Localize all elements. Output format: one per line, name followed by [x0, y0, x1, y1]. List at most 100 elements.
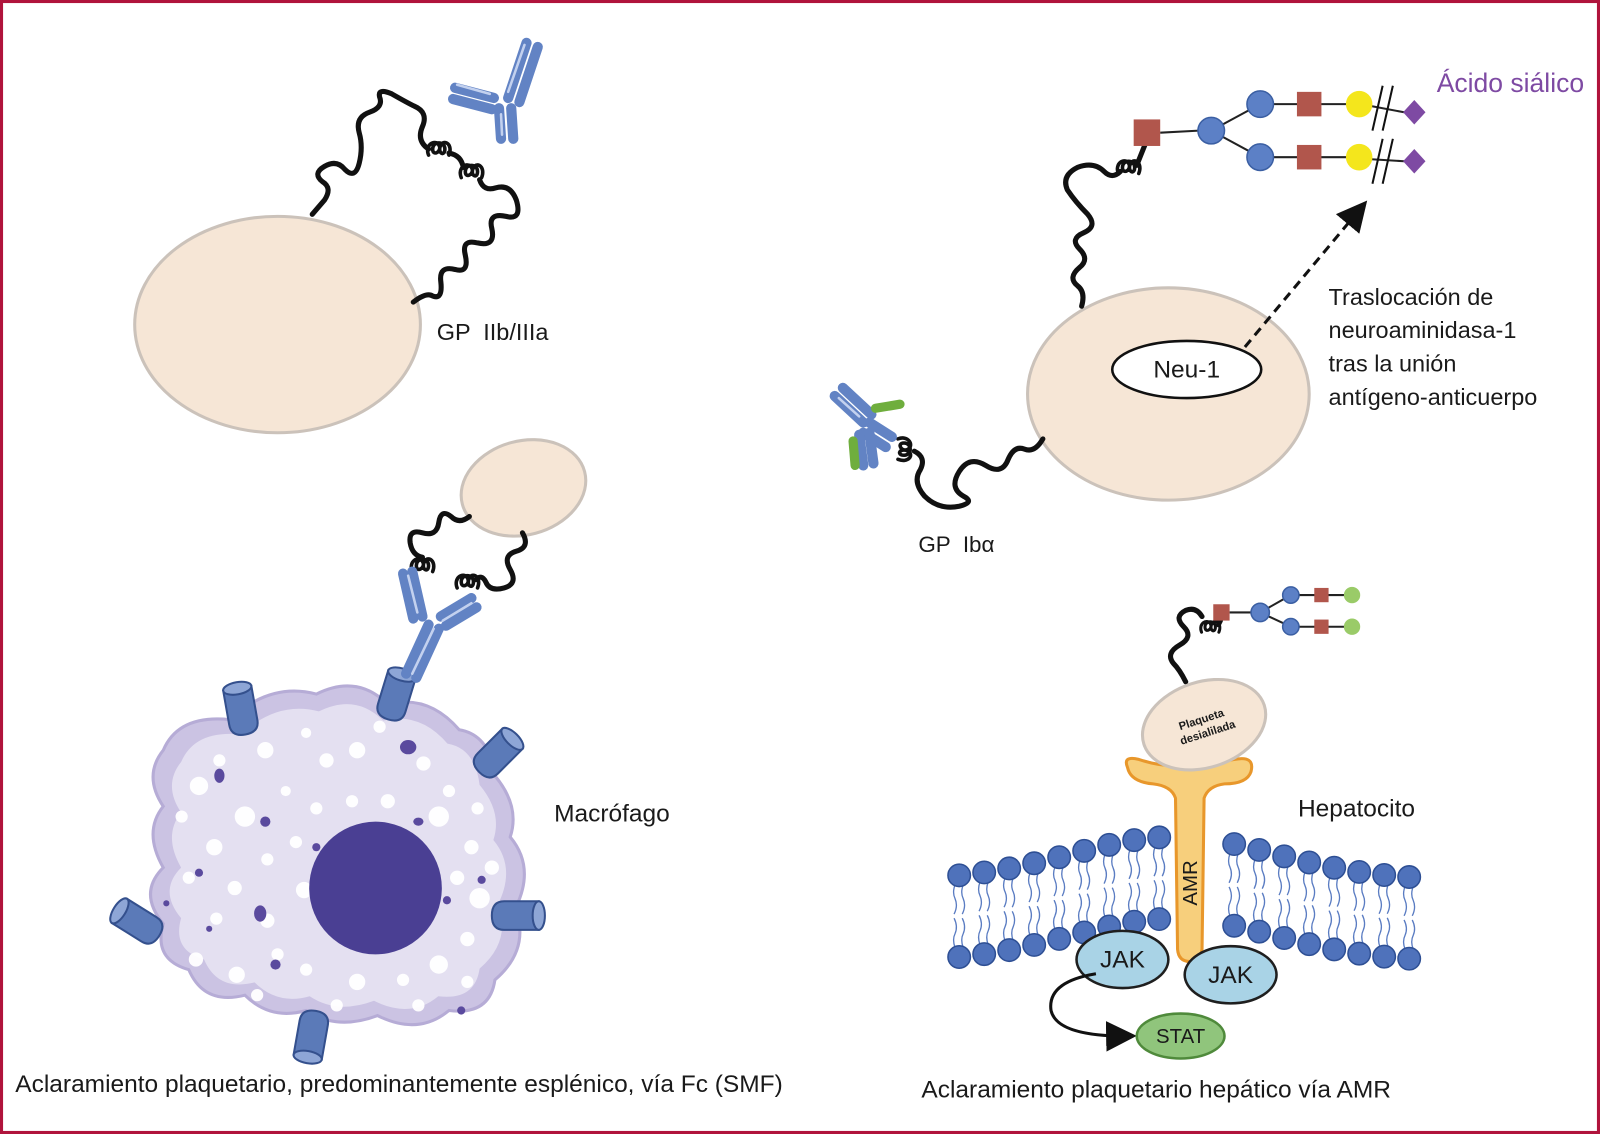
vacuole: [429, 955, 448, 974]
lipid-tail: [1127, 849, 1133, 880]
phospholipid-head: [997, 938, 1022, 963]
terminal-galactose-circle: [1343, 586, 1361, 604]
phospholipid-head: [1372, 944, 1397, 969]
phospholipid-head: [1347, 941, 1372, 966]
vacuole: [289, 835, 303, 849]
phospholipid-head: [972, 942, 997, 967]
chain-link: [446, 150, 466, 170]
glycan-square: [1314, 587, 1329, 603]
gp-ib-glycoprotein-chain: [1063, 162, 1123, 309]
lipid-tail: [1227, 853, 1233, 884]
panel-macrophage: Macrófago Aclaramiento plaquetario, pred…: [15, 438, 783, 1098]
lipid-tail: [1077, 859, 1083, 890]
antibody-icon: [447, 37, 543, 144]
lipid-tail: [1052, 866, 1058, 897]
glycan-icon: [1213, 586, 1361, 636]
phospholipid-head: [1272, 844, 1297, 869]
vacuole: [330, 999, 343, 1012]
fc-receptor-icon: [291, 1007, 331, 1067]
glycan-square: [1213, 604, 1230, 621]
stat-label: STAT: [1156, 1026, 1205, 1048]
vacuole: [271, 948, 284, 961]
gp-iiia-chain: [410, 177, 521, 305]
lipid-tail: [1336, 910, 1341, 941]
vacuole: [461, 975, 474, 989]
translocation-line-2: neuroaminidasa-1: [1329, 317, 1517, 343]
vacuole: [301, 727, 312, 738]
glycoprotein-chain: [472, 530, 528, 592]
granule: [457, 1006, 466, 1015]
phospholipid-head: [1072, 838, 1097, 863]
lipid-tail: [1336, 876, 1341, 907]
vacuole: [348, 742, 366, 759]
vacuole: [460, 931, 475, 947]
vacuole: [442, 784, 456, 798]
glycan-square: [1133, 119, 1161, 146]
granule: [260, 816, 271, 827]
phospholipid-head: [972, 860, 997, 885]
vacuole: [206, 839, 223, 856]
vacuole: [450, 870, 465, 885]
antibody-icon: [397, 566, 482, 683]
lipid-tail: [1411, 885, 1416, 917]
cleavage-slash: [1371, 138, 1384, 184]
lipid-tail: [961, 917, 966, 949]
helix-coil: [458, 163, 485, 180]
cleavage-slash: [1371, 85, 1384, 131]
glycan-square: [1296, 144, 1322, 170]
phospholipid-head: [1147, 825, 1172, 850]
phospholipid-head: [1297, 850, 1322, 875]
translocation-line-3: tras la unión: [1329, 351, 1457, 377]
lipid-tail: [1152, 879, 1158, 911]
lipid-tail: [1252, 858, 1258, 890]
vacuole: [251, 989, 264, 1002]
glycan-circle: [1246, 90, 1275, 119]
vacuole: [464, 840, 479, 855]
vacuole: [484, 860, 499, 875]
vacuole: [261, 853, 274, 866]
vacuole: [319, 753, 334, 768]
vacuole: [280, 785, 291, 797]
lipid-tail: [1002, 910, 1008, 942]
vacuole: [310, 802, 323, 815]
granule: [206, 925, 213, 932]
lipid-tail: [952, 917, 958, 949]
granule: [400, 740, 417, 755]
lipid-tail: [1327, 876, 1333, 907]
lipid-tail: [1352, 914, 1358, 945]
phospholipid-head: [1022, 932, 1047, 957]
lipid-tail: [1111, 853, 1116, 884]
lipid-tail: [1377, 917, 1383, 948]
lipid-tail: [1136, 849, 1141, 880]
jak-right: [1183, 944, 1278, 1005]
lipid-tail: [1036, 905, 1041, 936]
panel-hepatocyte: AMR Plaqueta desialilada JAK JAK ST: [921, 586, 1422, 1103]
lipid-tail: [1077, 893, 1083, 924]
vacuole: [257, 742, 274, 759]
glycan-circle: [1246, 143, 1275, 172]
neu1-label: Neu-1: [1153, 357, 1220, 384]
vacuole: [396, 973, 410, 986]
lipid-tail: [1102, 887, 1108, 918]
lipid-tail: [1377, 883, 1383, 915]
phospholipid-head: [1022, 851, 1047, 876]
phospholipid-head: [1272, 925, 1297, 950]
vacuole: [300, 963, 313, 976]
vacuole: [188, 952, 204, 967]
lipid-tail: [977, 915, 983, 946]
gp-ib-alpha-label: GP Ibα: [918, 532, 994, 557]
phospholipid-head: [1122, 909, 1147, 934]
phospholipid-head: [1247, 919, 1272, 944]
lipid-tail: [1361, 914, 1366, 945]
phospholipid-head: [1097, 832, 1122, 857]
lipid-tail: [1002, 877, 1008, 908]
vacuole: [234, 806, 256, 827]
phospholipid-head: [1397, 865, 1422, 890]
lipid-tail: [1286, 865, 1291, 896]
vacuole: [295, 881, 313, 899]
vacuole: [227, 880, 242, 896]
phospholipid-head: [947, 863, 972, 888]
translocation-line-4: antígeno-anticuerpo: [1329, 384, 1538, 410]
lipid-tail: [1261, 858, 1266, 890]
